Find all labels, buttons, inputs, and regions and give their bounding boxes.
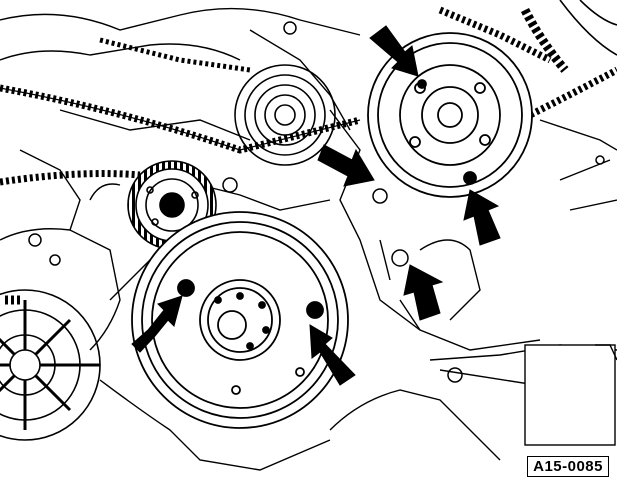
arrow-pointer-3 xyxy=(463,189,501,246)
bracket-bolts xyxy=(28,21,605,383)
tension-rod xyxy=(439,344,617,446)
alternator-fan xyxy=(0,289,101,441)
figure-reference-label: A15-0085 xyxy=(527,456,609,477)
crankshaft-pulley xyxy=(131,211,349,429)
arrow-pointer-5 xyxy=(131,295,183,353)
arrow-markers xyxy=(131,25,501,386)
arrow-pointer-4 xyxy=(403,264,444,321)
drive-belt xyxy=(0,6,617,186)
arrow-pointer-1 xyxy=(369,25,419,77)
arrow-pointer-6 xyxy=(309,324,356,386)
arrow-pointer-2 xyxy=(317,144,375,187)
coolant-pump-pulley xyxy=(367,32,533,198)
toothed-flywheel xyxy=(520,0,617,73)
tensioner-pulley xyxy=(234,64,336,166)
